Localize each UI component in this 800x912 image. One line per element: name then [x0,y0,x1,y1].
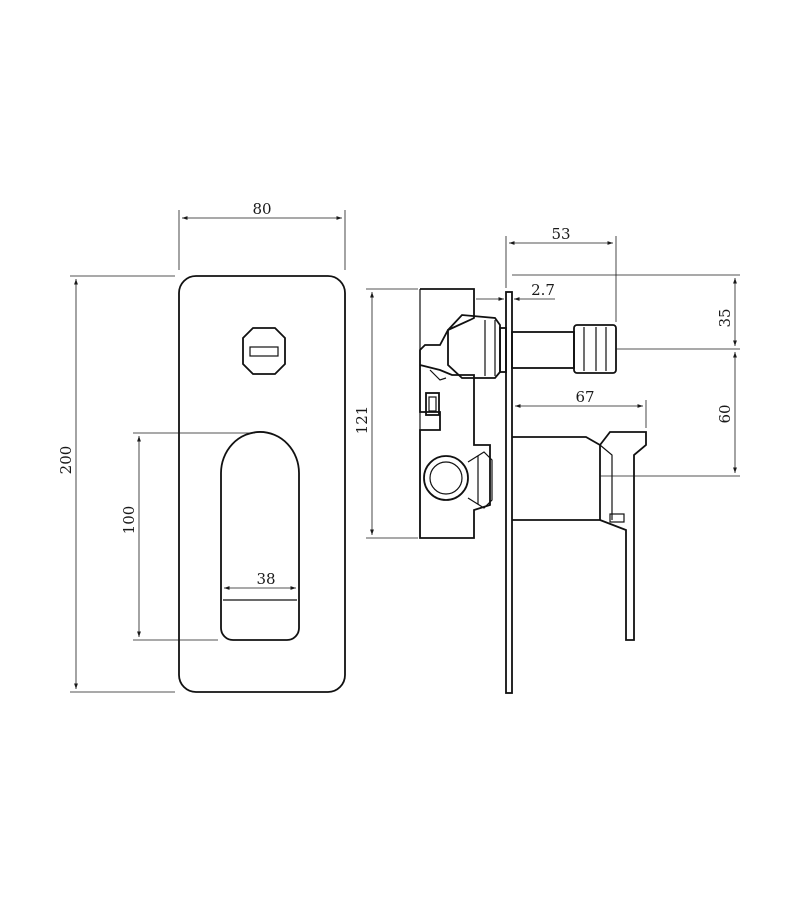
dim-lever-projection: 67 [575,388,594,406]
dim-plate-height: 200 [57,446,75,475]
dim-spout-offset: 60 [716,404,734,423]
front-dimensions: 80 200 100 38 [57,200,346,693]
side-wall-plate [505,291,513,694]
thread-stub [499,327,507,373]
side-dimensions: 121 53 2.7 35 60 67 [353,225,740,539]
lever-side-handle [599,431,647,641]
lever-side-body [512,436,601,521]
side-view [419,288,647,694]
dim-lever-width: 38 [256,570,275,588]
inlet-port [423,455,469,501]
diverter-spindle [511,331,575,369]
port-square [425,392,440,416]
diverter-knob [242,327,286,375]
dim-lever-height: 100 [120,506,138,535]
dim-spindle-offset: 35 [716,308,734,327]
dim-body-height: 121 [353,406,371,435]
diverter-knob-side [573,324,617,374]
dim-plate-width: 80 [252,200,271,218]
mixer-lever [220,431,300,641]
front-view [178,275,346,693]
cover-plate [178,275,346,693]
diverter-slot [249,346,279,357]
valve-body [419,288,491,539]
upper-coupling [447,314,501,379]
dim-plate-thickness: 2.7 [531,281,555,299]
dim-side-depth: 53 [551,225,570,243]
